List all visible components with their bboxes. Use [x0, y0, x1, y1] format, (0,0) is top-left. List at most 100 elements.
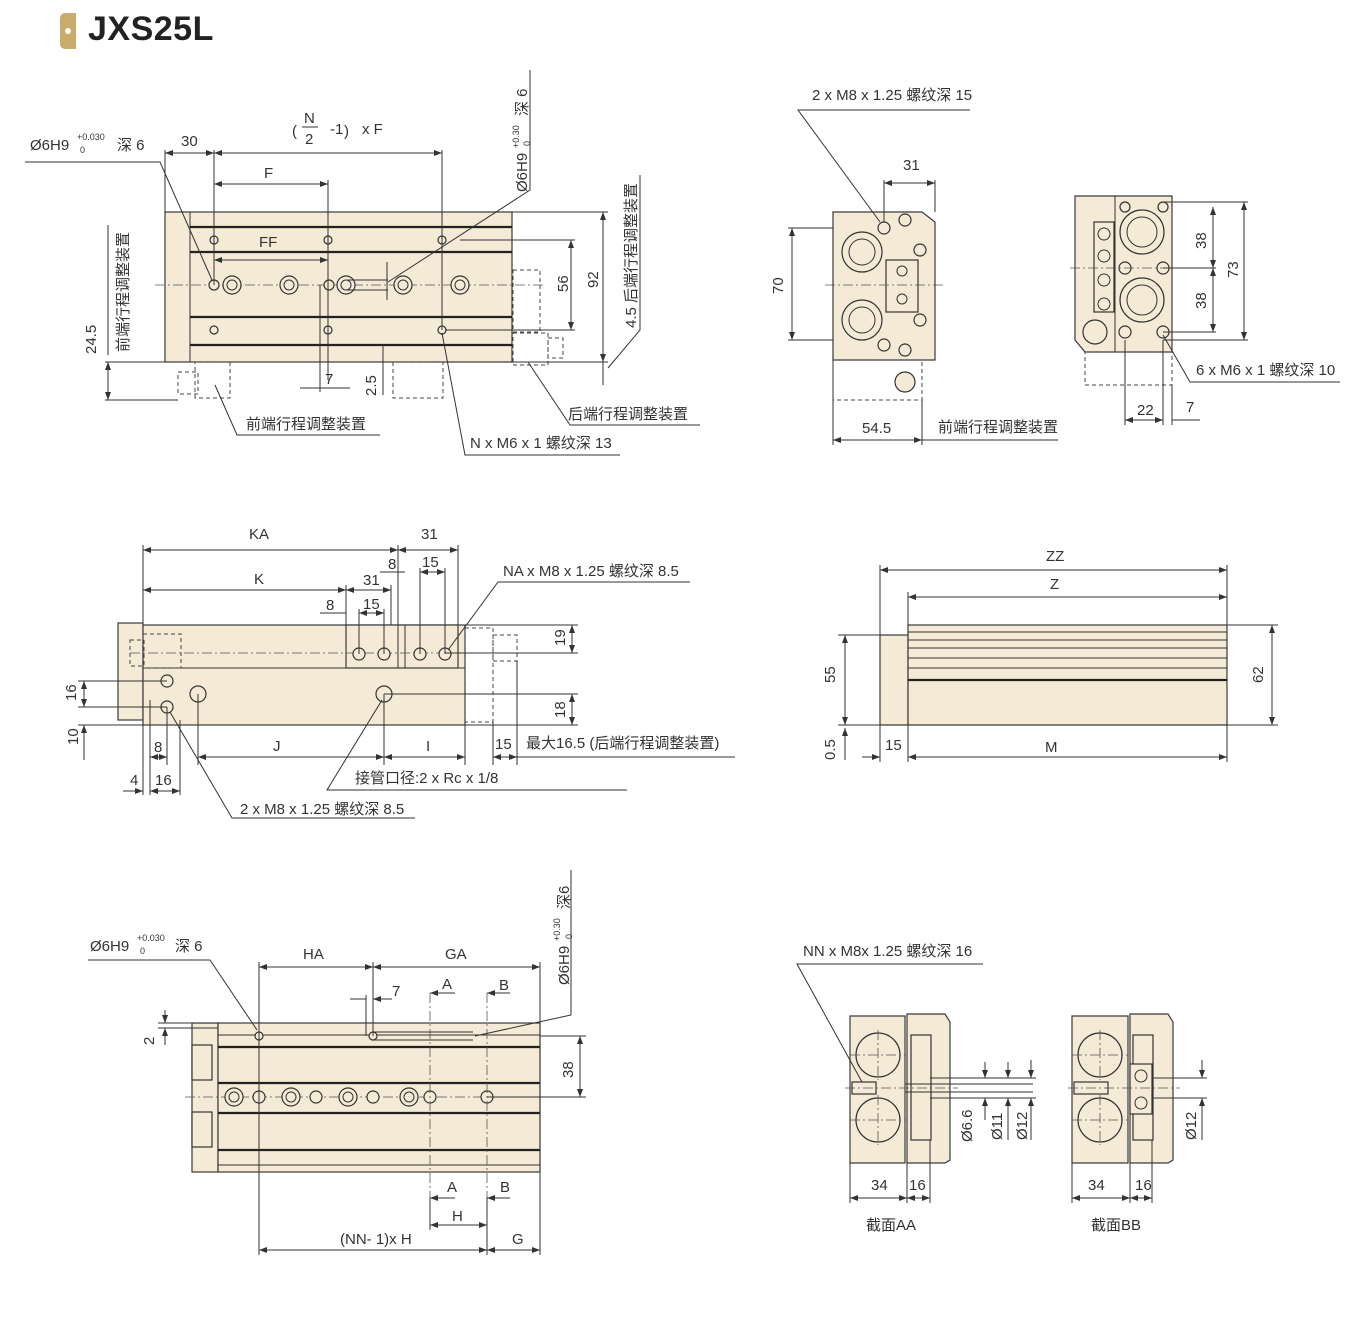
length-view: ZZ Z 55 62 0.5 15 M	[822, 548, 1278, 762]
port-note: 接管口径:2 x Rc x 1/8	[355, 770, 498, 787]
dim-7: 7	[392, 983, 400, 1000]
formula-rest: -1	[330, 121, 343, 138]
dim-4: 4	[130, 772, 138, 789]
paren-open: (	[292, 123, 297, 140]
aa-d2: Ø11	[989, 1113, 1006, 1140]
formula-xf: x F	[362, 121, 383, 138]
thread-note-2: 2 x M8 x 1.25 螺纹深 8.5	[240, 801, 404, 818]
pin-depth: 深 6	[117, 137, 145, 154]
mount-holes	[208, 235, 470, 335]
dim-2: 2	[141, 1037, 158, 1045]
thread-note-top: 2 x M8 x 1.25 螺纹深 15	[812, 87, 972, 104]
formula-n: N	[304, 110, 315, 127]
dim-g: G	[512, 1231, 524, 1248]
pin-hole2-label: Ø6H9	[514, 153, 531, 192]
dim-nn: (NN- 1)x H	[340, 1231, 412, 1248]
bb-w2: 16	[1135, 1177, 1152, 1194]
dim-22: 22	[1137, 402, 1154, 419]
dim-31a: 31	[421, 526, 438, 543]
dim-92: 92	[585, 271, 602, 288]
dim-16b: 16	[155, 772, 172, 789]
dim-ka: KA	[249, 526, 269, 543]
pin-hole-label: Ø6H9	[30, 137, 69, 154]
dim-15: 15	[885, 737, 902, 754]
aa-d3: Ø12	[1014, 1112, 1031, 1140]
section-a-top: A	[442, 976, 452, 993]
rear-adjuster-label: 后端行程调整装置	[568, 406, 688, 423]
dim-7: 7	[325, 371, 333, 388]
pin2-depth-b: 深6	[556, 886, 573, 909]
dim-18: 18	[552, 701, 569, 718]
dim-30: 30	[181, 133, 198, 150]
dim-k: K	[254, 571, 264, 588]
end-views: 2 x M8 x 1.25 螺纹深 15 31 70 54.5 前端行程调整装置…	[770, 87, 1340, 445]
pin2-tol-upper-b: +0.30	[552, 918, 562, 941]
dim-ga: GA	[445, 946, 467, 963]
thread-note-n: N x M6 x 1 螺纹深 13	[470, 435, 612, 452]
sections: NN x M8x 1.25 螺纹深 16 Ø6.6 Ø11 Ø12 34 16 …	[796, 943, 1207, 1234]
pin-depth-b: 深 6	[175, 938, 203, 955]
max-stroke-note: 最大16.5 (后端行程调整装置)	[526, 735, 719, 752]
bottom-view: Ø6H9 +0.030 0 深 6 HA GA 7 A B Ø6H9 +0.30…	[88, 870, 586, 1255]
thread-note-na: NA x M8 x 1.25 螺纹深 8.5	[503, 563, 679, 580]
pin2-tol-upper: +0.30	[511, 125, 521, 148]
dim-31: 31	[903, 157, 920, 174]
top-view: Ø6H9 +0.030 0 深 6 30 ( N 2 -1 ) x F F FF…	[25, 70, 700, 456]
dim-z: Z	[1050, 576, 1059, 593]
dim-16: 16	[63, 684, 80, 701]
dim-15a: 15	[422, 554, 439, 571]
dim-m: M	[1045, 739, 1058, 756]
dim-38a: 38	[1193, 232, 1210, 249]
pin-tol-upper-b: +0.030	[137, 933, 165, 943]
bb-w1: 34	[1088, 1177, 1105, 1194]
dim-i: I	[426, 738, 430, 755]
dim-31b: 31	[363, 572, 380, 589]
bb-d1: Ø12	[1183, 1112, 1200, 1140]
dim-8a: 8	[388, 556, 396, 573]
dim-19: 19	[552, 629, 569, 646]
thread-note-nn: NN x M8x 1.25 螺纹深 16	[803, 943, 972, 960]
front-adjuster-label-2: 前端行程调整装置	[938, 419, 1058, 436]
dim-62: 62	[1250, 666, 1267, 683]
dim-f: F	[264, 165, 273, 182]
section-a-bottom: A	[447, 1179, 457, 1196]
dim-ff: FF	[259, 234, 277, 251]
section-b-top: B	[499, 977, 509, 994]
dim-j: J	[273, 738, 281, 755]
dim-2-5: 2.5	[363, 375, 380, 396]
dim-38b: 38	[1193, 292, 1210, 309]
side-view: KA 31 8 15 NA x M8 x 1.25 螺纹深 8.5 K 31 8…	[63, 526, 735, 819]
dim-15b: 15	[363, 596, 380, 613]
title-badge-icon	[60, 13, 76, 49]
paren-close: )	[344, 123, 349, 140]
dim-h: H	[452, 1208, 463, 1225]
aa-w2: 16	[909, 1177, 926, 1194]
front-adjuster-label: 前端行程调整装置	[246, 416, 366, 433]
pin-hole-label-b: Ø6H9	[90, 938, 129, 955]
pin2-depth: 深 6	[514, 88, 531, 116]
front-adjuster-vertical: 前端行程调整装置	[115, 232, 132, 352]
section-b-bottom: B	[500, 1179, 510, 1196]
dim-38: 38	[560, 1061, 577, 1078]
dim-54-5: 54.5	[862, 420, 891, 437]
pin-tol-lower-b: 0	[140, 946, 145, 956]
aa-w1: 34	[871, 1177, 888, 1194]
pin-tol-upper: +0.030	[77, 132, 105, 142]
dim-0-5: 0.5	[822, 739, 839, 760]
pin2-tol-lower-b: 0	[564, 934, 574, 939]
dim-ha: HA	[303, 946, 324, 963]
dim-10: 10	[65, 728, 82, 745]
formula-2: 2	[305, 131, 313, 148]
dim-24-5: 24.5	[83, 325, 100, 354]
pin-hole2-label-b: Ø6H9	[556, 946, 573, 985]
rear-adjuster-vertical: 4.5 后端行程调整装置	[623, 183, 640, 328]
thread-note-rear: 6 x M6 x 1 螺纹深 10	[1196, 362, 1335, 379]
dim-55: 55	[822, 666, 839, 683]
aa-d1: Ø6.6	[959, 1109, 976, 1142]
pin2-tol-lower: 0	[522, 141, 532, 146]
dim-70: 70	[770, 277, 787, 294]
section-bb-label: 截面BB	[1091, 1217, 1141, 1234]
dim-73: 73	[1225, 261, 1242, 278]
dim-8b: 8	[326, 597, 334, 614]
